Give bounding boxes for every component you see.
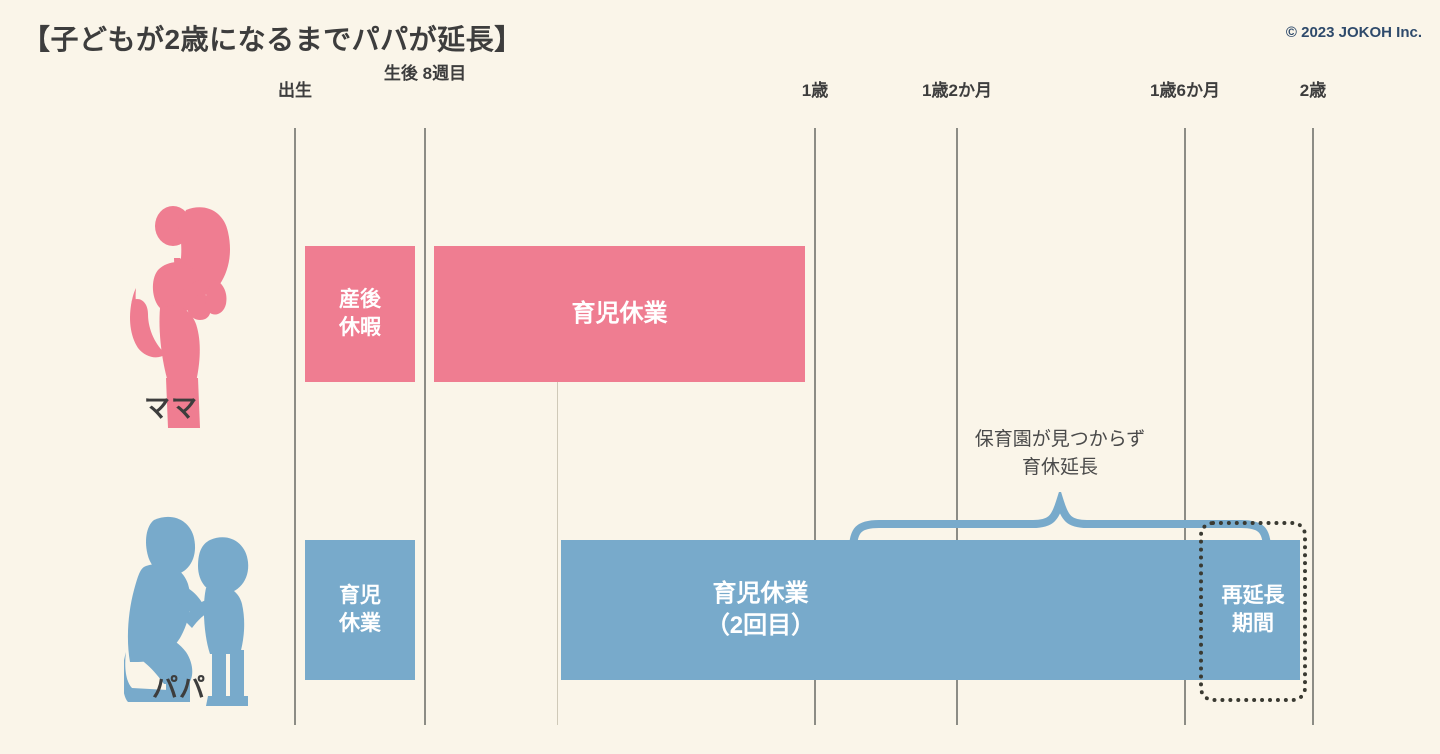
father-silhouette-icon — [122, 512, 259, 712]
father-label: パパ — [152, 673, 207, 703]
copyright-notice: © 2023 JOKOH Inc. — [1285, 24, 1422, 41]
tick-label-1year6months: 1歳6か月 — [1150, 81, 1220, 100]
tick-label-8weeks: 生後 8週目 — [383, 64, 467, 83]
gridline-minor — [557, 380, 558, 725]
bar-father-childcare-leave-second: 育児休業 （2回目） — [561, 540, 1300, 680]
curly-brace-icon — [845, 488, 1275, 557]
bar-father-second-label: 育児休業 （2回目） — [705, 580, 816, 639]
gridline-8weeks — [424, 128, 426, 725]
gridline-1year6months — [1184, 128, 1186, 725]
gridline-1year2months — [956, 128, 958, 725]
extension-reason-note: 保育園が見つからず 育休延長 — [974, 429, 1146, 478]
mother-silhouette-icon — [128, 196, 263, 431]
bar-father-childcare-leave-first: 育児 休業 — [305, 540, 415, 680]
mother-label: ママ — [144, 393, 199, 423]
re-extension-highlight-box — [1199, 521, 1307, 702]
gridline-1year — [814, 128, 816, 725]
tick-label-birth: 出生 — [278, 81, 312, 100]
bar-mother-postpartum-leave: 産後 休暇 — [305, 246, 415, 382]
tick-label-1year2months: 1歳2か月 — [922, 81, 992, 100]
bar-mother-childcare-leave: 育児休業 — [434, 246, 805, 382]
tick-label-1year: 1歳 — [801, 81, 829, 100]
gridline-birth — [294, 128, 296, 725]
gridline-2years — [1312, 128, 1314, 725]
re-extension-label: 再延長 期間 — [1221, 584, 1285, 635]
tick-label-2years: 2歳 — [1299, 81, 1327, 100]
page-title: 【子どもが2歳になるまでパパが延長】 — [22, 24, 523, 55]
